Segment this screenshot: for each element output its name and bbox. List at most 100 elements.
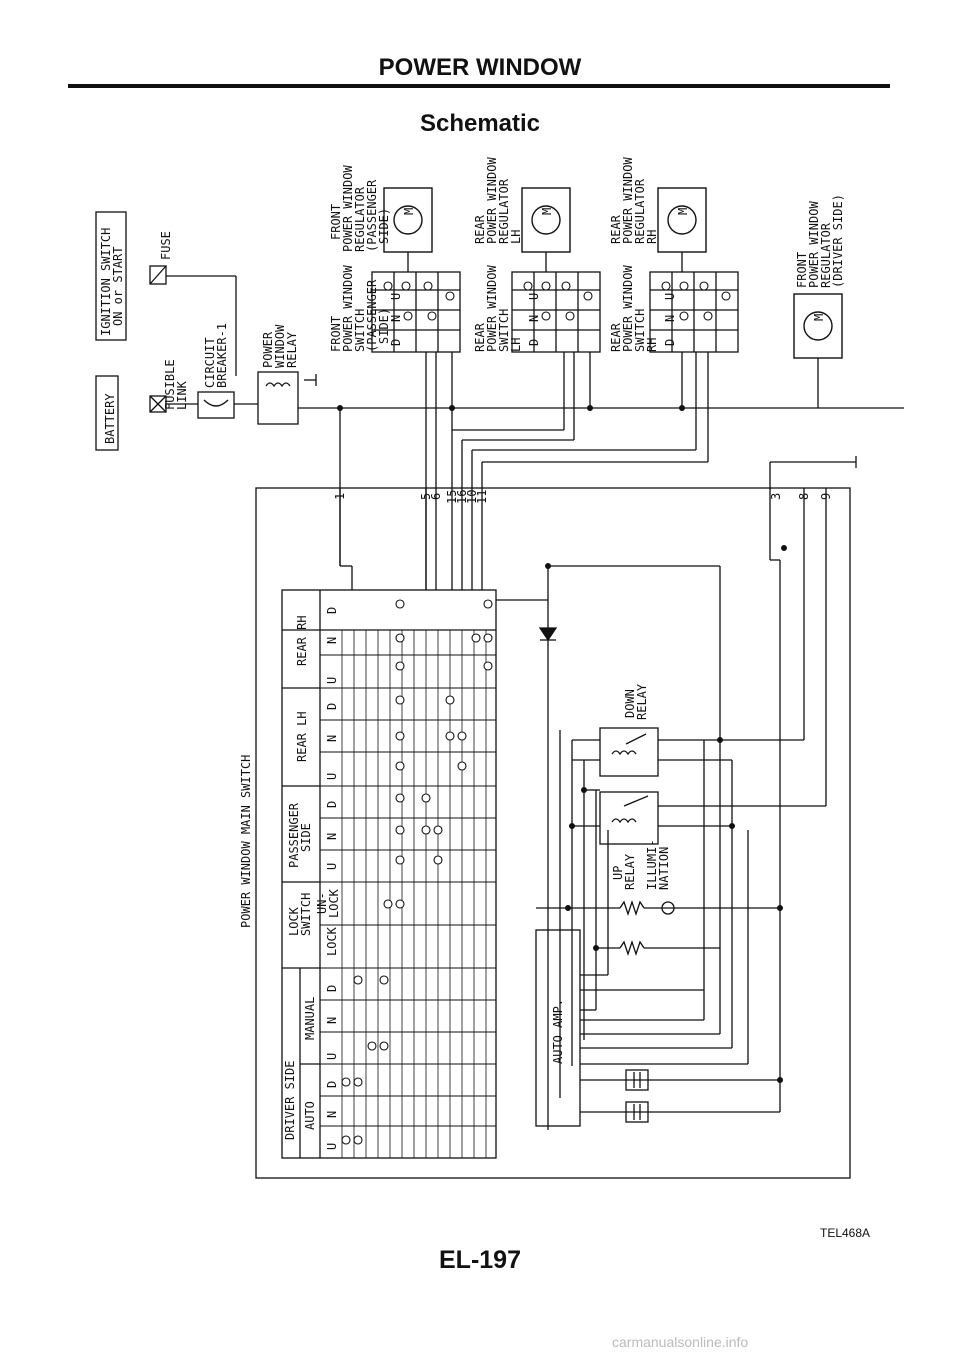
manual-label: MANUAL (303, 997, 317, 1040)
rrs-label-1: REAR (609, 322, 623, 352)
unlock-label-2: LOCK (327, 888, 341, 918)
rear-lh-motor (521, 187, 571, 253)
rls-label-2: POWER WINDOW (485, 265, 499, 352)
fpr-label-2: POWER WINDOW (341, 165, 355, 252)
rlr-label-3: REGULATOR (497, 178, 511, 244)
table-d-pass: D (325, 801, 339, 808)
rrr-label-2: POWER WINDOW (621, 157, 635, 244)
terminal-8: 8 (797, 493, 811, 500)
table-u-pass: U (325, 863, 339, 870)
ignition-label-1: IGNITION SWITCH (99, 228, 113, 336)
up-relay (599, 791, 659, 845)
fuse-symbol (149, 265, 167, 285)
table-d-rearrh: D (325, 607, 339, 614)
circuit-breaker (197, 391, 235, 419)
fps-label-5: SIDE) (377, 308, 391, 344)
fusible-link-label-1: FUSIBLE (163, 359, 177, 410)
front-passenger-motor (383, 187, 433, 253)
battery-box (95, 375, 119, 451)
fdr-label-4: (DRIVER SIDE) (831, 194, 845, 288)
terminal-16: 16 (455, 490, 469, 504)
table-d-man: D (325, 985, 339, 992)
ignition-switch-box (95, 211, 127, 341)
fpr-label-5: SIDE) (377, 208, 391, 244)
table-n-auto: N (325, 1111, 339, 1118)
table-n-rearlh: N (325, 735, 339, 742)
main-switch-outline (255, 487, 851, 1179)
down-relay (599, 727, 659, 777)
rrs-u: U (663, 293, 677, 300)
table-u-rearlh: U (325, 773, 339, 780)
terminal-6: 6 (429, 493, 443, 500)
unlock-label-1: UN- (315, 892, 329, 914)
driver-side-label: DRIVER SIDE (283, 1061, 297, 1140)
rrr-label-1: REAR (609, 214, 623, 244)
fuse-label: FUSE (159, 231, 173, 260)
relay-label-3: RELAY (285, 331, 299, 368)
rear-rh-label: REAR RH (295, 615, 309, 666)
terminal-9: 9 (819, 493, 833, 500)
rlr-label-2: POWER WINDOW (485, 157, 499, 244)
fusible-link-label-2: LINK (175, 380, 189, 410)
auto-amp (535, 929, 581, 1127)
motor-label-1: M (402, 208, 416, 215)
relay-label-2: WINDOW (273, 324, 287, 368)
capacitor-1 (625, 1069, 649, 1091)
circuit-breaker-label-2: BREAKER-1 (215, 323, 229, 388)
fps-label-1: FRONT (329, 316, 343, 352)
terminal-3: 3 (769, 493, 783, 500)
rrs-n: N (663, 315, 677, 322)
rls-label-4: LH (509, 338, 523, 352)
fdr-label-2: POWER WINDOW (807, 201, 821, 288)
fps-d: D (389, 339, 403, 346)
rlr-label-1: REAR (473, 214, 487, 244)
page-header: POWER WINDOW (378, 54, 582, 81)
terminal-5: 5 (419, 493, 433, 500)
fps-label-2: POWER WINDOW (341, 265, 355, 352)
motor-label-4: M (812, 314, 826, 321)
header-rule (68, 84, 890, 88)
battery-label: BATTERY (103, 393, 117, 444)
terminal-11: 11 (475, 490, 489, 504)
table-n-rearrh: N (325, 637, 339, 644)
rrs-label-2: POWER WINDOW (621, 265, 635, 352)
table-u-rearrh: U (325, 677, 339, 684)
terminal-1: 1 (333, 493, 347, 500)
rrs-label-3: SWITCH (633, 309, 647, 352)
capacitor-2 (625, 1101, 649, 1123)
passenger-label-2: SIDE (299, 823, 313, 852)
motor-label-3: M (676, 208, 690, 215)
table-d-rearlh: D (325, 703, 339, 710)
terminal-10: 10 (465, 490, 479, 504)
main-switch-label: POWER WINDOW MAIN SWITCH (239, 755, 253, 928)
table-d-auto: D (325, 1081, 339, 1088)
passenger-label-1: PASSENGER (287, 802, 301, 868)
table-n-man: N (325, 1017, 339, 1024)
rrs-d: D (663, 339, 677, 346)
page-number: EL-197 (439, 1246, 521, 1274)
fps-label-3: SWITCH (353, 309, 367, 352)
main-switch-table (281, 589, 497, 1159)
ignition-label-2: ON or START (111, 247, 125, 326)
rear-rh-motor (657, 187, 707, 253)
table-u-auto: U (325, 1143, 339, 1150)
power-window-relay (257, 371, 299, 425)
watermark: carmanualsonline.info (612, 1334, 749, 1350)
fps-label-4: (PASSENGER (365, 279, 379, 352)
terminal-15: 15 (445, 490, 459, 504)
fpr-label-1: FRONT (329, 204, 343, 240)
fdr-label-3: REGULATOR (819, 222, 833, 288)
rls-u: U (527, 293, 541, 300)
front-driver-motor (793, 293, 843, 359)
illumination-label-2: NATION (657, 847, 671, 890)
rls-label-1: REAR (473, 322, 487, 352)
down-relay-label-2: RELAY (635, 683, 649, 720)
rear-lh-label: REAR LH (295, 711, 309, 762)
fpr-label-4: (PASSENGER (365, 179, 379, 252)
auto-amp-label: AUTO AMP. (551, 999, 565, 1064)
fps-n: N (389, 315, 403, 322)
fpr-label-3: REGULATOR (353, 186, 367, 252)
illumination-label-1: ILLUMI- (645, 839, 659, 890)
auto-label: AUTO (303, 1101, 317, 1130)
